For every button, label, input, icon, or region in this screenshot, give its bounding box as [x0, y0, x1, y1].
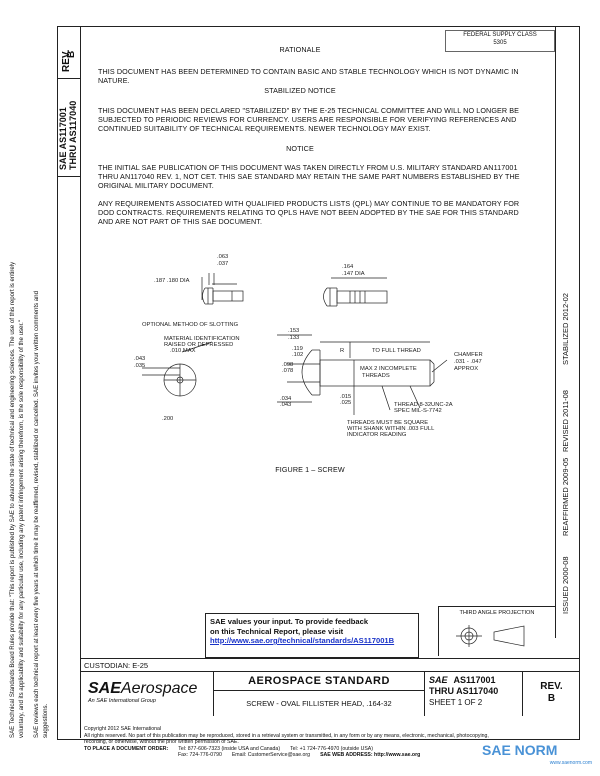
projection-label: THIRD ANGLE PROJECTION	[459, 610, 535, 616]
sheet-number: SHEET 1 OF 2	[429, 698, 483, 707]
footer-tel-1: Tel: 877-606-7323 (inside USA and Canada…	[178, 745, 281, 752]
footer-email[interactable]: Email: CustomerService@sae.org	[231, 752, 311, 758]
notice-heading: NOTICE	[286, 144, 314, 153]
revised-date: REVISED 2011-08	[561, 390, 570, 452]
thread-spec-2: SPEC MIL-S-7742	[394, 408, 442, 414]
page-frame	[57, 26, 580, 740]
footer-tel-2: Tel: +1 724-776-4970 (outside USA)	[290, 745, 373, 752]
logo-sub: An SAE International Group	[88, 698, 156, 704]
feedback-line-2: on this Technical Report, please visit	[210, 626, 344, 636]
dim-025: .025	[340, 400, 351, 406]
feedback-box: SAE values your input. To provide feedba…	[205, 613, 419, 658]
footer-fax: Fax: 724-776-0790	[178, 752, 222, 758]
custodian-label: CUSTODIAN: E-25	[84, 661, 149, 670]
footer-copyright: Copyright 2012 SAE International	[84, 726, 161, 732]
dim-034: .034	[280, 396, 292, 402]
dim-head-dia: .187 .180 DIA	[154, 278, 190, 284]
reaffirmed-date: REAFFIRMED 2009-05	[561, 457, 570, 536]
title-rev-value: B	[547, 693, 556, 704]
dim-037: .037	[217, 261, 228, 267]
federal-supply-class: FEDERAL SUPPLY CLASS	[463, 32, 537, 38]
thread-spec: THREAD 8-32UNC-2A	[394, 402, 453, 408]
footer-web[interactable]: SAE WEB ADDRESS: http://www.sae.org	[320, 752, 421, 758]
full-thread-label: TO FULL THREAD	[372, 348, 421, 354]
sae-aerospace-logo: SAEAerospace An SAE International Group	[88, 680, 197, 704]
chamfer-dim: .031 - .047	[454, 359, 482, 365]
feedback-link[interactable]: http://www.sae.org/technical/standards/A…	[210, 636, 395, 645]
screw-drawing: .063 .037 .187 .180 DIA OPTIONAL METHOD …	[134, 254, 483, 438]
side-notice-3: SAE reviews each technical report at lea…	[33, 291, 40, 738]
dim-147-dia: .147 DIA	[342, 271, 365, 277]
threads-note-3: INDICATOR READING	[347, 432, 407, 438]
watermark: SAE NORM www.saenorm.com	[482, 742, 598, 774]
material-ident-label: MATERIAL IDENTIFICATION	[164, 336, 240, 342]
projection-box: THIRD ANGLE PROJECTION	[438, 606, 555, 656]
footer-rights-2: recording, or otherwise, without the pri…	[84, 739, 239, 745]
watermark-sub: www.saenorm.com	[549, 760, 592, 766]
dim-063: .063	[217, 254, 228, 260]
dim-015: .015	[340, 394, 351, 400]
threads-note-2: WITH SHANK WITHIN .003 FULL	[347, 426, 435, 432]
left-rev-value: B	[66, 50, 77, 58]
stabilized-notice-text: THIS DOCUMENT HAS BEEN DECLARED "STABILI…	[98, 106, 520, 133]
side-notice-4: suggestions.	[42, 703, 49, 738]
left-doc-number: SAE AS117001	[58, 107, 68, 170]
rationale-heading: RATIONALE	[279, 45, 321, 54]
chamfer-label: CHAMFER	[454, 352, 483, 358]
dim-153: .153	[288, 328, 299, 334]
stabilized-notice-heading: STABILIZED NOTICE	[264, 86, 336, 95]
left-doc-range: THRU AS117040	[68, 100, 78, 170]
dim-102: .102	[292, 352, 303, 358]
raised-depressed-label: RAISED OR DEPRESSED	[164, 342, 233, 348]
logo-aerospace: Aerospace	[120, 680, 198, 697]
title-rev-label: REV.	[540, 681, 563, 692]
dia-max-label: .010 MAX	[170, 348, 196, 354]
threads-note-1: THREADS MUST BE SQUARE	[347, 420, 428, 426]
optional-slot-label: OPTIONAL METHOD OF SLOTTING	[142, 322, 239, 328]
dim-133: .133	[288, 335, 299, 341]
title-doc-range: THRU AS117040	[429, 686, 499, 696]
watermark-text: SAE NORM	[482, 742, 558, 758]
footer: Copyright 2012 SAE International All rig…	[84, 726, 594, 759]
title-rev: REV. B	[523, 681, 580, 705]
side-notice-1: SAE Technical Standards Board Rules prov…	[9, 261, 16, 738]
dim-098: .098	[282, 362, 293, 368]
dim-043: .043	[134, 356, 145, 362]
notice-paragraph-2: ANY REQUIREMENTS ASSOCIATED WITH QUALIFI…	[98, 199, 520, 226]
federal-supply-stamp: FEDERAL SUPPLY CLASS 5305	[445, 30, 555, 52]
document-title: SCREW - OVAL FILLISTER HEAD, .164-32	[246, 699, 392, 708]
dim-200: .200	[162, 416, 173, 422]
aerospace-standard-heading: AEROSPACE STANDARD	[248, 675, 390, 687]
rationale-text: THIS DOCUMENT HAS BEEN DETERMINED TO CON…	[98, 67, 519, 85]
feedback-line-1: SAE values your input. To provide feedba…	[210, 617, 369, 626]
left-col-divider	[80, 26, 81, 738]
projection-symbol	[456, 625, 525, 647]
title-sae-mark: SAE	[429, 675, 448, 685]
right-col-divider	[555, 26, 556, 638]
side-notice-2: voluntary, and its applicability and sui…	[18, 320, 25, 738]
issued-date: ISSUED 2000-08	[561, 556, 570, 614]
dim-164: .164	[342, 264, 354, 270]
logo-sae: SAE	[88, 680, 121, 697]
dim-043b: .043	[280, 402, 291, 408]
federal-supply-number: 5305	[493, 40, 507, 46]
title-doc-number: AS117001	[453, 675, 496, 685]
dim-078: .078	[282, 368, 293, 374]
notice-paragraph-1: THE INITIAL SAE PUBLICATION OF THIS DOCU…	[98, 163, 520, 190]
dim-035: .035	[134, 363, 145, 369]
max-incomplete-label: MAX 2 INCOMPLETE	[360, 366, 417, 372]
footer-order-label: TO PLACE A DOCUMENT ORDER:	[84, 745, 169, 752]
r-label: R	[340, 348, 344, 354]
stabilized-date: STABILIZED 2012-02	[561, 293, 570, 365]
threads-label: THREADS	[362, 373, 390, 379]
figure-caption: FIGURE 1 – SCREW	[275, 465, 345, 474]
approx-label: APPROX	[454, 366, 478, 372]
doc-number-block: SAE AS117001 THRU AS117040 SHEET 1 OF 2	[429, 675, 498, 708]
title-block: SAEAerospace An SAE International Group …	[80, 671, 580, 716]
footer-rights: All rights reserved. No part of this pub…	[84, 732, 489, 739]
dim-119: .119	[292, 346, 303, 352]
